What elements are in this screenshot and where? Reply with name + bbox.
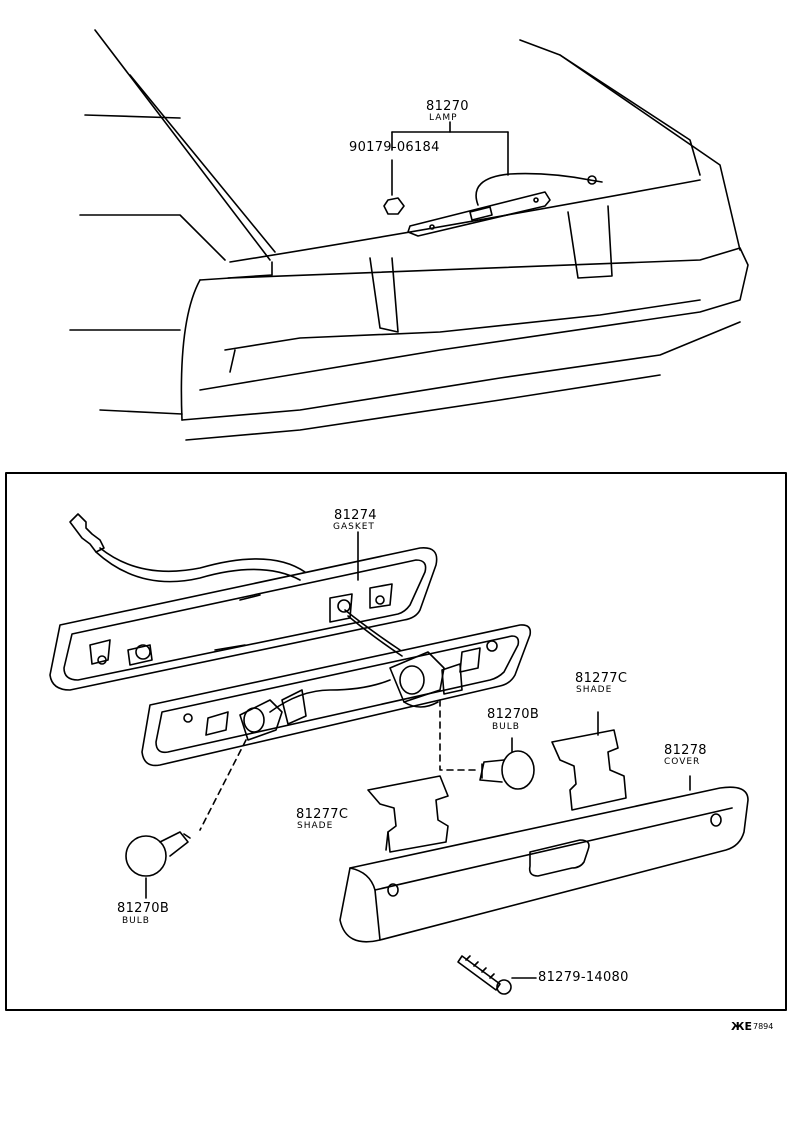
shade-left-part-number: 81277C <box>296 807 349 822</box>
nut-part-number: 90179-06184 <box>349 140 440 155</box>
shade-left-name: SHADE <box>297 821 334 831</box>
bulb-right-drawing <box>479 737 535 790</box>
footer-mark: ЖЕ <box>731 1020 752 1033</box>
housing-drawing <box>141 624 532 767</box>
cover-name: COVER <box>664 757 701 767</box>
cover-part-number: 81278 <box>664 743 707 758</box>
lamp-part-number: 81270 <box>426 99 469 114</box>
cover-drawing <box>339 775 749 943</box>
bulb-left-part-number: 81270B <box>117 901 170 916</box>
shade-right-drawing <box>551 711 627 811</box>
gasket-part-number: 81274 <box>334 508 377 523</box>
screw-drawing <box>457 955 537 995</box>
bulb-left-drawing <box>125 831 191 877</box>
shade-right-part-number: 81277C <box>575 671 628 686</box>
wire-connector <box>69 513 105 553</box>
lamp-name: LAMP <box>429 113 458 123</box>
shade-left-drawing <box>367 775 449 853</box>
screw-part-number: 81279-14080 <box>538 970 629 985</box>
shade-right-name: SHADE <box>576 685 613 695</box>
footer-code: 7894 <box>753 1022 774 1031</box>
gasket-drawing <box>49 547 438 691</box>
exploded-view <box>49 513 749 995</box>
bulb-right-part-number: 81270B <box>487 707 540 722</box>
exploded-view-frame <box>5 472 787 1011</box>
bulb-left-name: BULB <box>122 916 150 926</box>
vehicle-rear-view <box>69 29 749 441</box>
bulb-right-name: BULB <box>492 722 520 732</box>
gasket-name: GASKET <box>333 522 375 532</box>
